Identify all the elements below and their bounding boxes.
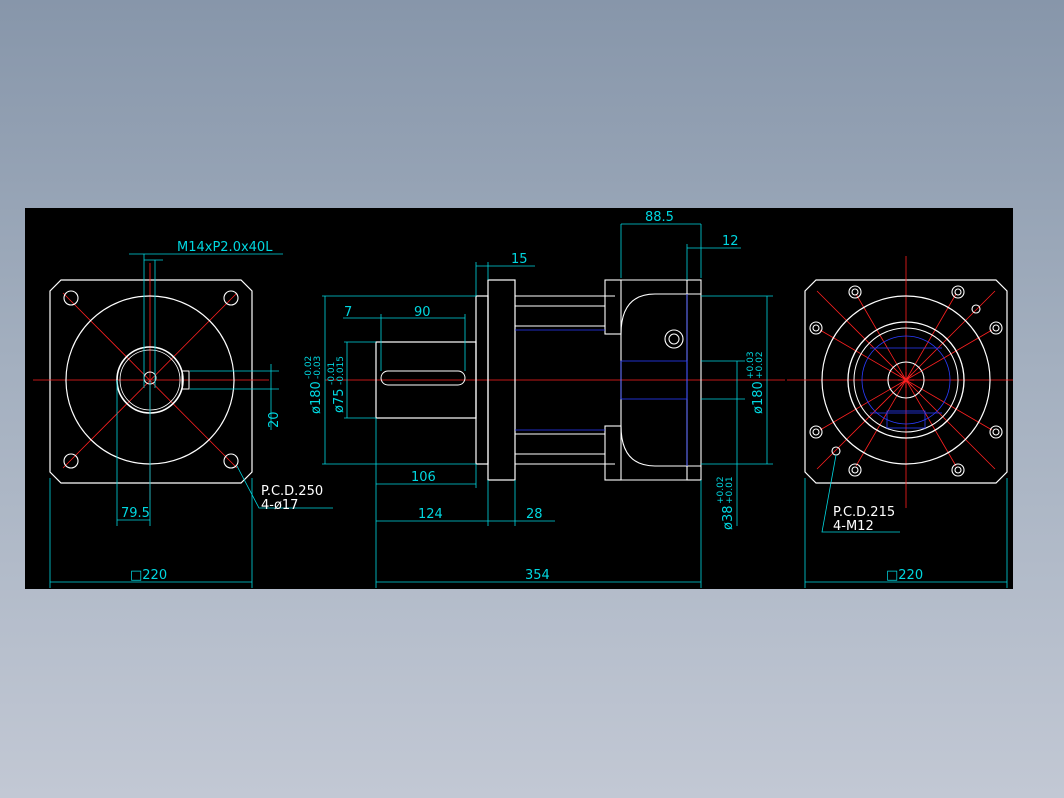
right-hidden-lines (861, 335, 951, 429)
mounting-hole-icon (989, 425, 1003, 439)
right-dimensions (804, 454, 1008, 588)
left-flange-outline (49, 279, 253, 484)
dim-28: 28 (526, 507, 543, 522)
dim-124: 124 (418, 507, 443, 522)
output-shaft-key (380, 370, 466, 386)
svg-text:ø180: ø180 (309, 381, 324, 414)
tapped-hole-icon (971, 304, 981, 314)
mounting-hole-icon (809, 321, 823, 335)
left-view: M14xP2.0x40L 20 79.5 P.C.D.250 4-ø17 □22… (33, 240, 333, 588)
svg-text:+0.02: +0.02 (716, 476, 726, 504)
dim-88-5: 88.5 (645, 210, 674, 225)
dim-12: 12 (722, 234, 739, 249)
dim-15: 15 (511, 252, 528, 267)
right-pilot-circle (847, 321, 965, 439)
holes-label-left: 4-ø17 (261, 498, 298, 513)
svg-text:ø38: ø38 (721, 506, 736, 531)
mounting-hole-icon (951, 463, 965, 477)
key-width-label: 20 (267, 411, 282, 428)
thread-label: M14xP2.0x40L (177, 240, 273, 255)
pcd-label-left: P.C.D.250 (261, 484, 323, 499)
mounting-hole-icon (63, 290, 79, 306)
mounting-hole-icon (223, 290, 239, 306)
mounting-hole-icon (951, 285, 965, 299)
dim-354: 354 (525, 568, 550, 583)
svg-text:+0.01: +0.01 (725, 476, 735, 504)
left-dimensions (49, 253, 333, 588)
right-mounting-holes (809, 285, 1003, 477)
pcd-label-right: P.C.D.215 (833, 505, 895, 520)
svg-text:+0.02: +0.02 (755, 351, 765, 379)
svg-text:-0.03: -0.03 (313, 356, 323, 379)
dia-180-pilot-label: ø180 -0.02 -0.03 (304, 356, 324, 414)
mounting-hole-icon (848, 463, 862, 477)
right-outer-circle (821, 295, 991, 465)
svg-text:+0.03: +0.03 (746, 351, 756, 379)
right-view: P.C.D.215 4-M12 □220 (787, 256, 1013, 588)
mounting-hole-icon (63, 453, 79, 469)
dim-90: 90 (414, 305, 431, 320)
holes-label-right: 4-M12 (833, 519, 874, 534)
side-dimensions (322, 223, 773, 588)
oil-plug-icon (664, 329, 684, 349)
dim-7: 7 (344, 305, 352, 320)
frame-size-label-left: □220 (130, 568, 167, 583)
dia-180-motor-label: ø180 +0.03 +0.02 (746, 351, 766, 414)
mounting-hole-icon (809, 425, 823, 439)
svg-text:-0.015: -0.015 (336, 356, 346, 385)
tapped-hole-icon (831, 446, 841, 456)
shaft-offset-label: 79.5 (121, 506, 150, 521)
mounting-hole-icon (848, 285, 862, 299)
mounting-hole-icon (223, 453, 239, 469)
left-mounting-holes (63, 290, 239, 469)
center-mark-icon (898, 372, 914, 388)
mounting-hole-icon (989, 321, 1003, 335)
right-centerlines (787, 256, 1013, 508)
right-flange-outline (804, 279, 1008, 484)
dim-106: 106 (411, 470, 436, 485)
dia-38-input-label: ø38 +0.02 +0.01 (716, 476, 736, 530)
dia-75-shaft-label: ø75 -0.01 -0.015 (327, 356, 347, 413)
side-view: 88.5 12 15 7 90 106 124 28 354 ø180 -0.0… (304, 210, 785, 588)
frame-size-label-right: □220 (886, 568, 923, 583)
svg-text:-0.02: -0.02 (304, 356, 314, 379)
svg-text:ø180: ø180 (751, 381, 766, 414)
right-circles (821, 295, 991, 465)
left-shaft-key (181, 370, 190, 390)
right-bore-circle (887, 361, 925, 399)
output-flange (487, 279, 516, 481)
cad-drawing: M14xP2.0x40L 20 79.5 P.C.D.250 4-ø17 □22… (33, 210, 1013, 588)
cad-drawing-canvas: M14xP2.0x40L 20 79.5 P.C.D.250 4-ø17 □22… (25, 208, 1013, 589)
side-hidden-lines (515, 294, 688, 466)
svg-text:ø75: ø75 (332, 389, 347, 414)
svg-text:-0.01: -0.01 (327, 362, 337, 385)
